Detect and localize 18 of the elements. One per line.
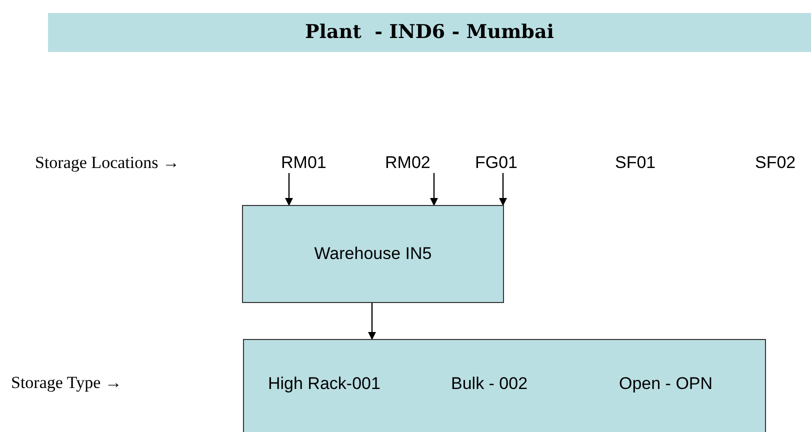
box-text: Warehouse IN5 — [313, 244, 433, 264]
location-code: RM02 — [385, 153, 430, 173]
box-text: High Rack-001 — [268, 374, 380, 394]
location-code: SF01 — [615, 153, 656, 173]
location-code: RM01 — [281, 153, 326, 173]
process-box — [242, 205, 504, 303]
process-box — [243, 339, 766, 432]
arrow — [368, 303, 376, 340]
arrow — [430, 173, 438, 206]
title-banner: Plant - IND6 - Mumbai — [48, 13, 811, 52]
row-label: Storage Type → — [11, 373, 122, 393]
box-text: Open - OPN — [619, 374, 713, 394]
box-text: Bulk - 002 — [451, 374, 528, 394]
row-label: Storage Locations → — [35, 153, 180, 173]
arrow — [285, 173, 293, 206]
location-code: SF02 — [755, 153, 796, 173]
arrow — [499, 173, 507, 206]
location-code: FG01 — [475, 153, 518, 173]
